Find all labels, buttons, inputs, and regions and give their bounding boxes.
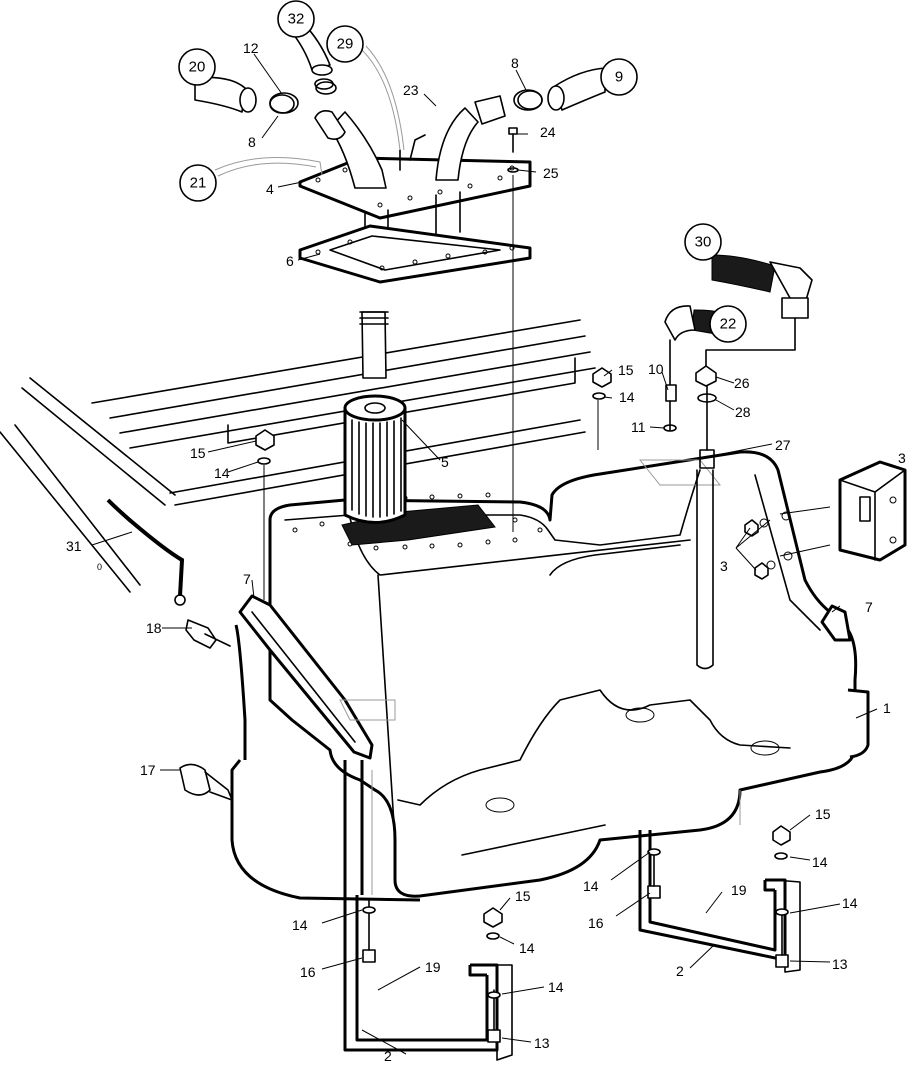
label-1: 1 — [883, 700, 891, 716]
label-4: 4 — [266, 181, 274, 197]
callout-29: 29 — [326, 25, 364, 63]
label-27: 27 — [775, 437, 791, 453]
hoses — [194, 21, 813, 402]
callout-21: 21 — [179, 164, 217, 202]
label-24: 24 — [540, 124, 556, 140]
callout-32: 32 — [277, 0, 315, 38]
callout-30: 30 — [684, 223, 722, 261]
label-16: 16 — [588, 915, 604, 931]
label-26: 26 — [734, 375, 750, 391]
label-2: 2 — [676, 963, 684, 979]
callout-22: 22 — [709, 305, 747, 343]
sender-wire-and-plugs — [106, 498, 233, 801]
label-13: 13 — [832, 956, 848, 972]
label-25: 25 — [543, 165, 559, 181]
hose-clamps — [269, 81, 543, 114]
label-2: 2 — [384, 1048, 392, 1064]
label-10: 10 — [648, 361, 664, 377]
label-12: 12 — [243, 40, 259, 56]
fuel-gauge — [744, 460, 907, 580]
label-15: 15 — [618, 362, 634, 378]
label-8: 8 — [511, 55, 519, 71]
label-3: 3 — [720, 558, 728, 574]
svg-text:29: 29 — [337, 36, 354, 53]
label-8: 8 — [248, 134, 256, 150]
fuel-tank — [230, 450, 870, 902]
svg-text:22: 22 — [720, 316, 737, 333]
part-labels: 1 2 2 3 3 4 5 6 7 7 8 8 10 11 12 13 13 1… — [66, 40, 906, 1064]
callout-9: 9 — [600, 58, 638, 96]
label-14: 14 — [519, 940, 535, 956]
label-23: 23 — [403, 82, 419, 98]
label-18: 18 — [146, 620, 162, 636]
label-31: 31 — [66, 538, 82, 554]
label-16: 16 — [300, 964, 316, 980]
label-14: 14 — [812, 854, 828, 870]
label-19: 19 — [731, 882, 747, 898]
label-14: 14 — [292, 917, 308, 933]
label-7: 7 — [865, 599, 873, 615]
svg-text:20: 20 — [189, 59, 206, 76]
label-7: 7 — [243, 571, 251, 587]
frame-fasteners — [255, 367, 612, 600]
leader-lines — [91, 53, 878, 1055]
label-17: 17 — [140, 762, 156, 778]
label-3: 3 — [898, 450, 906, 466]
small-mark: 0 — [97, 562, 102, 572]
label-14: 14 — [583, 878, 599, 894]
svg-text:9: 9 — [615, 69, 623, 86]
svg-text:30: 30 — [695, 234, 712, 251]
fuel-filter — [343, 394, 407, 524]
callout-20: 20 — [178, 48, 216, 86]
label-14: 14 — [619, 389, 635, 405]
svg-text:21: 21 — [190, 175, 207, 192]
label-6: 6 — [286, 253, 294, 269]
label-15: 15 — [190, 445, 206, 461]
label-19: 19 — [425, 959, 441, 975]
mounting-strap-left — [343, 895, 513, 1061]
label-13: 13 — [534, 1035, 550, 1051]
label-15: 15 — [515, 888, 531, 904]
label-15: 15 — [815, 806, 831, 822]
label-5: 5 — [441, 454, 449, 470]
mounting-strap-right — [638, 825, 801, 973]
label-14: 14 — [214, 465, 230, 481]
label-11: 11 — [631, 419, 646, 435]
label-14: 14 — [842, 895, 858, 911]
sender-plate-assembly — [298, 95, 532, 379]
svg-text:32: 32 — [288, 11, 305, 28]
label-14: 14 — [548, 979, 564, 995]
label-28: 28 — [735, 404, 751, 420]
